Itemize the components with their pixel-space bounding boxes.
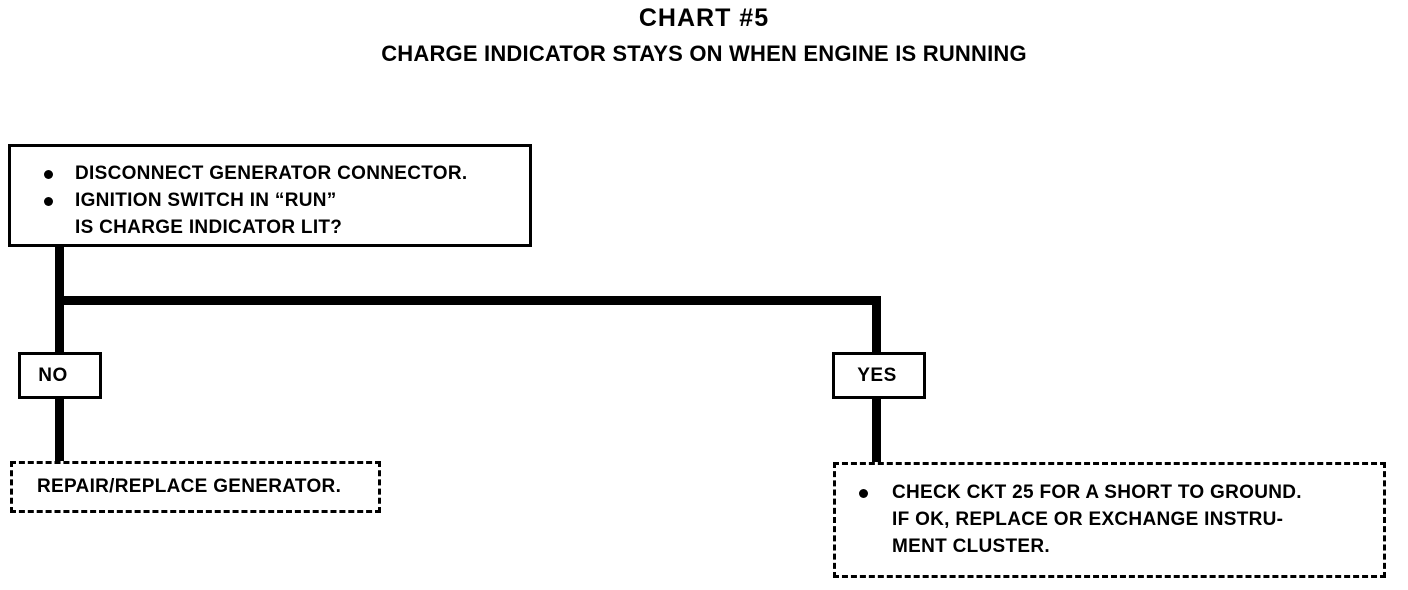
question-box: DISCONNECT GENERATOR CONNECTOR. IGNITION…	[8, 144, 532, 247]
branch-label-yes-text: YES	[857, 364, 897, 386]
connector-branch-horizontal	[55, 296, 881, 305]
connector-yes-to-action	[872, 397, 881, 464]
connector-yes-down	[872, 296, 881, 354]
connector-question-down	[55, 246, 64, 302]
bullet-icon	[44, 197, 53, 206]
bullet-icon	[859, 489, 868, 498]
action-left-line-1: REPAIR/REPLACE GENERATOR.	[37, 476, 342, 497]
chart-subtitle: CHARGE INDICATOR STAYS ON WHEN ENGINE IS…	[381, 41, 1027, 66]
bullet-icon	[44, 170, 53, 179]
action-right-line-2: IF OK, REPLACE OR EXCHANGE INSTRU-	[892, 509, 1284, 530]
connector-no-down	[55, 296, 64, 354]
branch-label-no: NO	[18, 352, 102, 399]
question-line-3: IS CHARGE INDICATOR LIT?	[75, 217, 343, 238]
question-line-1: DISCONNECT GENERATOR CONNECTOR.	[75, 163, 468, 184]
branch-label-yes: YES	[832, 352, 926, 399]
branch-label-no-text: NO	[38, 364, 68, 386]
action-box-left: REPAIR/REPLACE GENERATOR.	[10, 461, 381, 513]
action-right-line-1: CHECK CKT 25 FOR A SHORT TO GROUND.	[892, 482, 1302, 503]
action-box-right: CHECK CKT 25 FOR A SHORT TO GROUND. IF O…	[833, 462, 1386, 578]
action-right-line-3: MENT CLUSTER.	[892, 536, 1051, 557]
question-line-2: IGNITION SWITCH IN “RUN”	[75, 190, 337, 211]
connector-no-to-action	[55, 397, 64, 463]
chart-title: CHART #5	[638, 4, 770, 32]
